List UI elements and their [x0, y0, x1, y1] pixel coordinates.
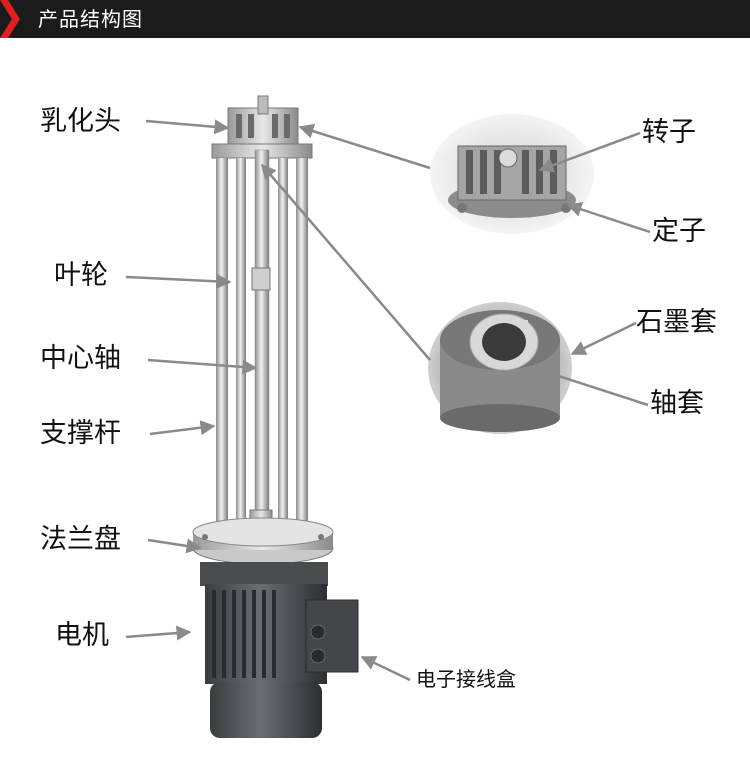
support-rods-part — [216, 158, 308, 538]
label-flange: 法兰盘 — [40, 524, 121, 555]
label-graphite-sleeve: 石墨套 — [636, 307, 717, 338]
header-bar: 产品结构图 — [0, 0, 750, 38]
label-motor: 电机 — [55, 620, 109, 651]
sleeve-closeup — [428, 302, 572, 434]
label-rotor: 转子 — [642, 117, 696, 148]
label-impeller: 叶轮 — [54, 260, 108, 291]
label-shaft-sleeve: 轴套 — [650, 388, 704, 419]
rotor-stator-closeup — [430, 114, 594, 234]
chevron-right-icon — [0, 0, 20, 38]
center-shaft-part — [249, 149, 273, 543]
label-stator: 定子 — [652, 216, 706, 247]
motor-part — [200, 562, 359, 738]
label-center-shaft: 中心轴 — [40, 343, 121, 374]
page-title: 产品结构图 — [38, 7, 143, 31]
label-emulsifying-head: 乳化头 — [40, 106, 121, 137]
flange-part — [192, 517, 334, 565]
label-junction-box: 电子接线盒 — [416, 667, 516, 691]
label-support-rod: 支撑杆 — [40, 418, 121, 449]
